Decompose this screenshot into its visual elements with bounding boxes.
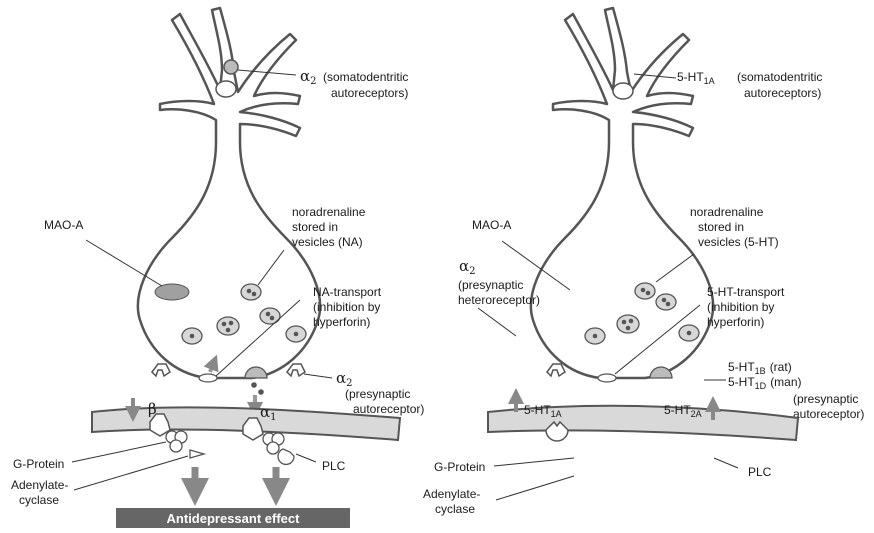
right-adenylate-pointer bbox=[496, 476, 574, 500]
left-panel: α2 (somatodentritic autoreceptors) MAO-A… bbox=[11, 8, 424, 528]
left-gprotein-pointer bbox=[72, 442, 166, 462]
left-vesicles bbox=[182, 284, 306, 344]
left-soma-note-2: autoreceptors) bbox=[331, 86, 408, 100]
right-release-vesicle bbox=[650, 367, 672, 378]
left-vesicles-label-3: vesicles (NA) bbox=[292, 235, 363, 249]
right-alpha2-pointer bbox=[478, 308, 516, 336]
left-adenylate-pointer bbox=[74, 456, 188, 490]
left-plc-label: PLC bbox=[322, 459, 346, 473]
left-alpha2-soma-label: α2 bbox=[300, 67, 317, 87]
right-hetero-note-2: heteroreceptor) bbox=[458, 293, 540, 307]
left-transport-label-1: NA-transport bbox=[313, 285, 382, 299]
left-soma-nucleus bbox=[216, 81, 236, 97]
left-reuptake-arrow bbox=[210, 362, 214, 372]
right-soma-note-1: (somatodentritic bbox=[737, 70, 822, 84]
antidepressant-effect-label: Antidepressant effect bbox=[167, 511, 301, 526]
left-adenylate-label-2: cyclase bbox=[19, 493, 59, 507]
right-vesicle-pointer bbox=[656, 254, 694, 282]
left-alpha2-pre-receptor bbox=[287, 364, 305, 376]
left-pre-note-2: autoreceptor) bbox=[353, 402, 424, 416]
right-mao-label: MAO-A bbox=[472, 218, 511, 232]
left-adenylate-label-1: Adenylate- bbox=[11, 478, 68, 492]
right-gprotein-label: G-Protein bbox=[434, 460, 485, 474]
left-mao-label: MAO-A bbox=[44, 218, 83, 232]
right-transport-label-2: (inhibition by bbox=[707, 300, 774, 314]
vesicle bbox=[656, 294, 676, 310]
right-vesicles-label-1: noradrenaline bbox=[690, 205, 764, 219]
vesicle bbox=[260, 308, 280, 324]
left-presynaptic-receptor-2 bbox=[152, 364, 170, 376]
right-ht1d-label: 5-HT1D(man) bbox=[728, 375, 802, 391]
right-soma-note-2: autoreceptors) bbox=[744, 86, 821, 100]
left-alpha2-pre-label: α2 bbox=[336, 369, 353, 389]
left-gprotein-label: G-Protein bbox=[13, 457, 64, 471]
right-panel: 5-HT1A (somatodentritic autoreceptors) M… bbox=[423, 8, 864, 516]
right-plc-label: PLC bbox=[748, 465, 772, 479]
left-transport-label-2: (inhibition by bbox=[313, 300, 380, 314]
right-soma-nucleus bbox=[613, 83, 633, 99]
right-ht1a-soma-label: 5-HT1A bbox=[677, 70, 715, 86]
right-hetero-note-1: (presynaptic bbox=[458, 278, 523, 292]
left-alpha2-soma-receptor bbox=[224, 60, 238, 74]
right-vesicles bbox=[585, 283, 699, 344]
right-adenylate-label-2: cyclase bbox=[435, 502, 475, 516]
left-alpha2-pre-pointer bbox=[304, 374, 332, 378]
left-gprotein-beta bbox=[166, 431, 187, 452]
right-auto-note-2: autoreceptor) bbox=[793, 407, 864, 421]
left-alpha1-label: α1 bbox=[260, 403, 277, 423]
left-vesicle-pointer bbox=[258, 250, 284, 285]
right-vesicles-label-2: stored in bbox=[698, 220, 744, 234]
left-plc-pointer bbox=[296, 454, 316, 462]
left-vesicles-label-1: noradrenaline bbox=[292, 205, 366, 219]
right-transport-label-3: hyperforin) bbox=[707, 315, 764, 329]
right-gprotein-pointer bbox=[494, 458, 574, 466]
left-soma-note-1: (somatodentritic bbox=[323, 70, 408, 84]
right-adenylate-label-1: Adenylate- bbox=[423, 487, 480, 501]
left-mao-organelle bbox=[155, 284, 189, 300]
right-ht2a-label: 5-HT2A bbox=[664, 403, 702, 419]
left-vesicles-label-2: stored in bbox=[292, 220, 338, 234]
right-vesicles-label-3: vesicles (5-HT) bbox=[698, 235, 779, 249]
right-transport-label-1: 5-HT-transport bbox=[707, 285, 785, 299]
right-plc-pointer bbox=[714, 458, 738, 468]
left-transport-label-3: hyperforin) bbox=[313, 315, 370, 329]
right-auto-note-1: (presynaptic bbox=[793, 392, 858, 406]
right-presynaptic-receptor bbox=[547, 364, 565, 376]
left-na-transporter bbox=[199, 374, 217, 382]
left-pre-note-1: (presynaptic bbox=[345, 387, 410, 401]
right-ht1a-post-label: 5-HT1A bbox=[524, 403, 562, 419]
right-alpha2-label: α2 bbox=[459, 257, 476, 277]
right-ht1b-label: 5-HT1B(rat) bbox=[728, 360, 792, 376]
left-plc-enzyme bbox=[278, 449, 294, 464]
right-5ht-transporter bbox=[598, 374, 616, 382]
left-adenylate-cyclase bbox=[190, 450, 204, 458]
left-release-vesicle bbox=[245, 367, 267, 378]
